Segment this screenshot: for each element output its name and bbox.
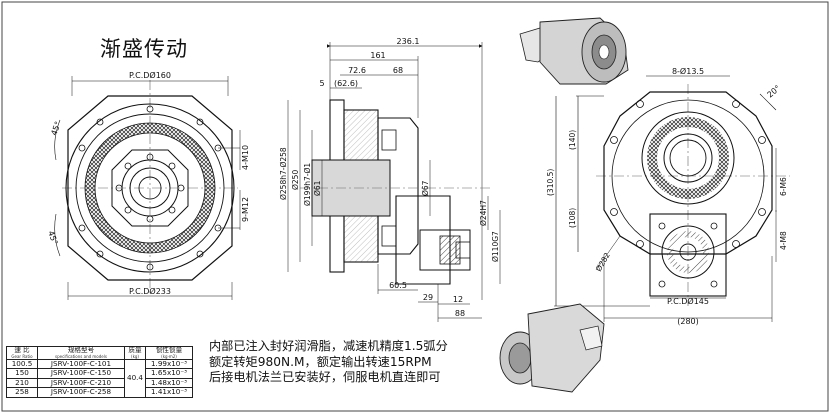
flange-d140: (140) (568, 130, 577, 150)
header-inertia: 惯性惯量(kg·m2) (145, 346, 194, 360)
dim-5: 5 (319, 79, 324, 88)
dim-62-6: (62.6) (334, 79, 358, 88)
render-top (519, 17, 629, 85)
dim-60-5: 60.5 (389, 281, 407, 290)
cell-model: JSRV-100F-C-150 (37, 368, 125, 379)
table-row: 100.5 JSRV-100F-C-101 40.4 1.99x10⁻³ (6, 358, 194, 398)
cell-model: JSRV-100F-C-258 (37, 387, 125, 398)
dim-dia-250: Ø250 (291, 170, 300, 190)
spec-notes: 内部已注入封好润滑脂，减速机精度1.5弧分 额定转矩980N.M，额定输出转速1… (209, 339, 448, 386)
dim-72-6: 72.6 (348, 66, 366, 75)
header-mass: 质量(kg) (123, 346, 147, 360)
front-hole-a: 4-M10 (241, 145, 250, 170)
front-angle-bottom: 45° (46, 230, 59, 246)
dim-88: 88 (455, 309, 465, 318)
cell-ratio: 258 (6, 387, 38, 398)
flange-dia-282: Ø282 (594, 251, 612, 273)
front-pcd-top: P.C.DØ160 (129, 70, 171, 80)
dim-dia-110: Ø110G7 (491, 231, 500, 262)
dim-dia-61: Ø61 (313, 180, 322, 196)
brand-title: 渐盛传动 (100, 37, 188, 61)
front-hole-b: 9-M12 (241, 197, 250, 222)
side-view (287, 42, 501, 322)
front-angle-top: 45° (49, 120, 62, 136)
flange-d310-5: (310.5) (546, 169, 555, 196)
front-pcd-bottom: P.C.DØ233 (129, 286, 171, 296)
flange-holes-m6: 6-M6 (779, 177, 788, 196)
note-line: 额定转矩980N.M，额定输出转速15RPM (209, 354, 432, 369)
flange-holes-8: 8-Ø13.5 (672, 66, 704, 76)
flange-pcd-145: P.C.DØ145 (667, 296, 709, 306)
dim-161: 161 (370, 51, 385, 60)
note-line: 内部已注入封好润滑脂，减速机精度1.5弧分 (209, 339, 448, 353)
flange-d108: (108) (568, 208, 577, 228)
dim-29: 29 (423, 293, 433, 302)
dim-overall: 236.1 (397, 37, 420, 46)
dim-dia-199: Ø199h7-Ø1 (303, 163, 312, 206)
flange-d280: (280) (677, 317, 699, 326)
flange-angle-20: 20° (766, 84, 783, 100)
front-view (54, 76, 241, 300)
dim-dia-67: Ø67 (421, 180, 430, 196)
table-row: 150 JSRV-100F-C-150 1.65x10⁻³ (6, 368, 194, 379)
cell-inertia: 1.65x10⁻³ (145, 368, 194, 379)
note-line: 后接电机法兰已安装好，伺服电机直连即可 (209, 370, 441, 384)
cell-ratio: 150 (6, 368, 38, 379)
render-bottom (499, 303, 605, 393)
cell-mass: 40.4 (123, 359, 147, 398)
dim-68: 68 (393, 66, 403, 75)
table-row: 258 JSRV-100F-C-258 1.41x10⁻³ (6, 387, 194, 398)
cell-inertia: 1.41x10⁻³ (145, 387, 194, 398)
flange-view (554, 75, 790, 322)
flange-holes-m8: 4-M8 (779, 231, 788, 250)
dim-dia-24: Ø24H7 (479, 200, 488, 226)
dim-12: 12 (453, 295, 463, 304)
dim-dia-258: Ø258h7-Ø258 (279, 147, 288, 200)
